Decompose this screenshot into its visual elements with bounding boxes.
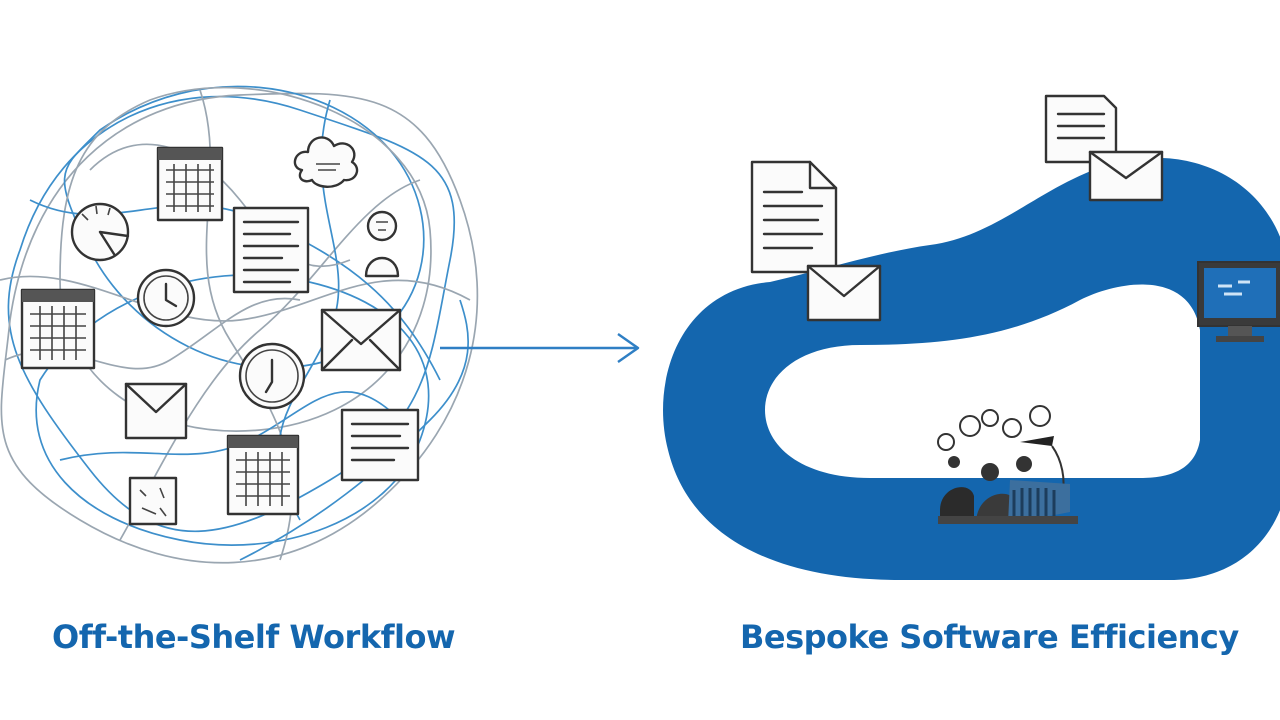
clock-icon — [238, 342, 306, 410]
document-icon — [1044, 94, 1118, 164]
monitor-icon — [1197, 261, 1280, 342]
calendar-icon — [20, 288, 96, 370]
person-icon — [364, 210, 400, 278]
arrow-right-icon — [440, 333, 640, 363]
sticky-note-icon — [128, 476, 178, 526]
calendar-icon — [226, 434, 300, 516]
document-icon — [340, 408, 420, 482]
envelope-icon — [806, 264, 882, 322]
clock-icon — [136, 268, 196, 328]
right-caption: Bespoke Software Efficiency — [740, 618, 1239, 656]
cloud-icon — [293, 136, 359, 188]
people-group-icon — [937, 405, 1078, 524]
tangled-workflow — [0, 85, 479, 564]
envelope-icon — [1088, 150, 1164, 202]
calendar-icon — [156, 146, 224, 222]
left-caption: Off-the-Shelf Workflow — [52, 618, 456, 656]
envelope-icon — [320, 308, 402, 372]
efficiency-loop — [663, 157, 1280, 580]
document-icon — [232, 206, 310, 294]
document-icon — [750, 160, 838, 274]
pie-chart-icon — [70, 202, 130, 262]
envelope-icon — [124, 382, 188, 440]
